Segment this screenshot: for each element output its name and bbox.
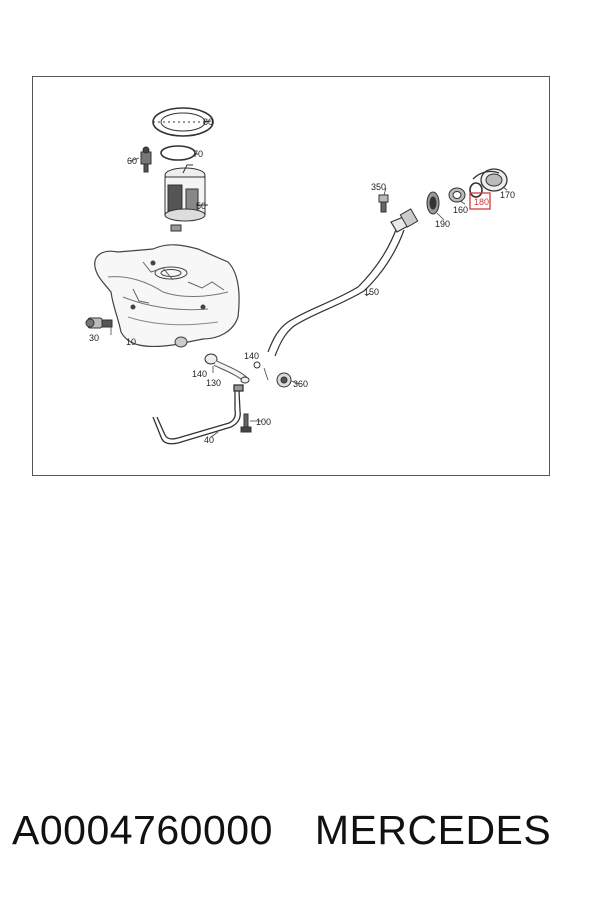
callout-160: 160 — [453, 205, 468, 215]
callout-150: 150 — [364, 287, 379, 297]
part-number: A0004760000 — [12, 806, 273, 853]
callout-30: 30 — [89, 333, 99, 343]
seal-190 — [426, 191, 440, 215]
callout-100: 100 — [256, 417, 271, 427]
callout-10: 10 — [126, 337, 136, 347]
sensor-30 — [85, 317, 113, 329]
callout-130: 130 — [206, 378, 221, 388]
fuel-pump-module-50 — [164, 164, 206, 232]
brand-name: MERCEDES — [314, 806, 552, 853]
seal-ring-70 — [160, 145, 196, 161]
callout-140-upper: 140 — [244, 351, 259, 361]
ring-160 — [448, 187, 466, 203]
callout-60: 60 — [127, 156, 137, 166]
callout-170: 170 — [500, 190, 515, 200]
callout-180: 180 — [474, 197, 489, 207]
valve-350 — [378, 194, 389, 213]
fuel-system-exploded-view: 80 70 60 50 350 170 180 160 190 150 30 1… — [85, 107, 515, 445]
callout-70: 70 — [193, 149, 203, 159]
part-caption: A0004760000 MERCEDES — [12, 800, 592, 860]
callout-350: 350 — [371, 182, 386, 192]
highlight-box-180 — [469, 192, 491, 210]
callout-80: 80 — [203, 117, 213, 127]
filler-pipe-150 — [267, 213, 416, 357]
bolt-360 — [276, 372, 292, 388]
tank-strap-40 — [152, 384, 244, 445]
bolt-100 — [240, 413, 252, 433]
hose-130 — [204, 353, 261, 384]
callout-50: 50 — [196, 201, 206, 211]
parts-diagram: 80 70 60 50 350 170 180 160 190 150 30 1… — [32, 76, 550, 476]
fuel-cap-170 — [472, 168, 508, 192]
callout-140-lower: 140 — [192, 369, 207, 379]
callout-360: 360 — [293, 379, 308, 389]
callout-40: 40 — [204, 435, 214, 445]
fuel-tank-10 — [94, 244, 240, 348]
callout-190: 190 — [435, 219, 450, 229]
sender-60 — [140, 146, 152, 173]
o-ring-180 — [469, 182, 483, 198]
